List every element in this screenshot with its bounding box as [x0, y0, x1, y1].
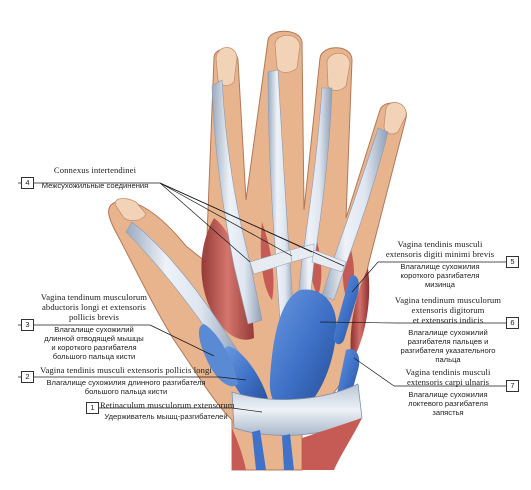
nail-thumb [114, 198, 147, 222]
label-vagina-extensoris-digitorum: Vagina tendinum musculorum extensoris di… [392, 295, 504, 364]
nail-middle [274, 34, 301, 73]
label-russian: пальца [435, 355, 461, 364]
label-russian: запястья [432, 408, 464, 417]
number-box-4: 4 [21, 177, 34, 189]
nail-little [383, 102, 407, 135]
label-russian: Влагалище сухожилия длинного разгибателя [46, 378, 206, 387]
forearm-muscle-right [302, 418, 362, 470]
label-latin: Vagina tendinis musculi extensoris polli… [40, 365, 212, 375]
sheath-continuation [282, 434, 294, 470]
forearm-muscle-left [232, 428, 246, 470]
leader-lines [18, 182, 515, 413]
label-latin: et extensoris indicis [412, 315, 484, 325]
label-russian: Влагалище сухожилия [408, 390, 488, 399]
label-vagina-digiti-minimi: Vagina tendinis musculi extensoris digit… [376, 239, 504, 289]
label-russian: мизинца [425, 280, 455, 289]
label-connexus-intertendinei: Connexus intertendinei Межсухожильные со… [34, 165, 156, 190]
label-russian: большого пальца кисти [52, 352, 136, 361]
label-russian: Влагалище сухожилий [408, 328, 488, 337]
sheath-extensor-pollicis-longus [223, 346, 270, 410]
extensor-tendon-index [211, 79, 263, 325]
label-russian: разгибателя пальцев и [407, 337, 489, 346]
label-vagina-abductoris-longi: Vagina tendinum musculorum abductoris lo… [34, 292, 154, 361]
first-dorsal-interosseous [201, 218, 254, 340]
label-russian: Влагалище сухожилий [54, 325, 134, 334]
label-latin: extensoris digitorum [411, 305, 485, 315]
number-box-2: 2 [21, 371, 34, 383]
label-latin: Vagina tendinis musculi [397, 239, 483, 249]
sheath-extensor-digiti-minimi [333, 275, 359, 345]
label-latin: Vagina tendinum musculorum [394, 295, 502, 305]
label-latin: Vagina tendinum musculorum [40, 292, 148, 302]
label-russian: длинной отводящей мышцы [44, 334, 144, 343]
label-russian: большого пальца кисти [84, 387, 168, 396]
number-box-6: 6 [506, 317, 519, 329]
label-russian: Удерживатель мышц-разгибателей [104, 412, 228, 421]
label-latin: extensoris digiti minimi brevis [385, 249, 495, 259]
label-russian: разгибателя указательного [400, 346, 496, 355]
number-box-7: 7 [506, 380, 519, 392]
sheath-continuation [252, 430, 266, 470]
label-russian: Влагалище сухожилия [400, 262, 480, 271]
label-russian: Межсухожильные соединения [41, 181, 149, 190]
nail-ring [326, 52, 351, 91]
number-box-1: 1 [86, 402, 99, 414]
sheath-abductor-extensor-pollicis-brevis [198, 324, 238, 387]
label-latin: Retinaculum musculorum extensorum [100, 400, 235, 410]
label-latin: abductoris longi et extensoris [42, 302, 146, 312]
number-box-5: 5 [506, 256, 519, 268]
nail-index [215, 47, 238, 86]
sheath-extensor-digitorum [269, 289, 337, 415]
label-vagina-extensoris-pollicis-longi: Vagina tendinis musculi extensoris polli… [34, 365, 218, 396]
number-box-3: 3 [21, 319, 34, 331]
label-latin: pollicis brevis [69, 312, 119, 322]
label-latin: extensoris carpi ulnaris [406, 377, 490, 387]
label-vagina-carpi-ulnaris: Vagina tendinis musculi extensoris carpi… [392, 367, 504, 417]
label-russian: локтевого разгибателя [408, 399, 488, 408]
label-retinaculum: Retinaculum musculorum extensorum Удержи… [100, 400, 235, 421]
label-latin: Vagina tendinis musculi [405, 367, 491, 377]
label-russian: и короткого разгибателя [51, 343, 137, 352]
label-russian: короткого разгибателя [400, 271, 480, 280]
abductor-digiti-minimi [350, 268, 370, 362]
label-latin: Connexus intertendinei [53, 165, 137, 175]
